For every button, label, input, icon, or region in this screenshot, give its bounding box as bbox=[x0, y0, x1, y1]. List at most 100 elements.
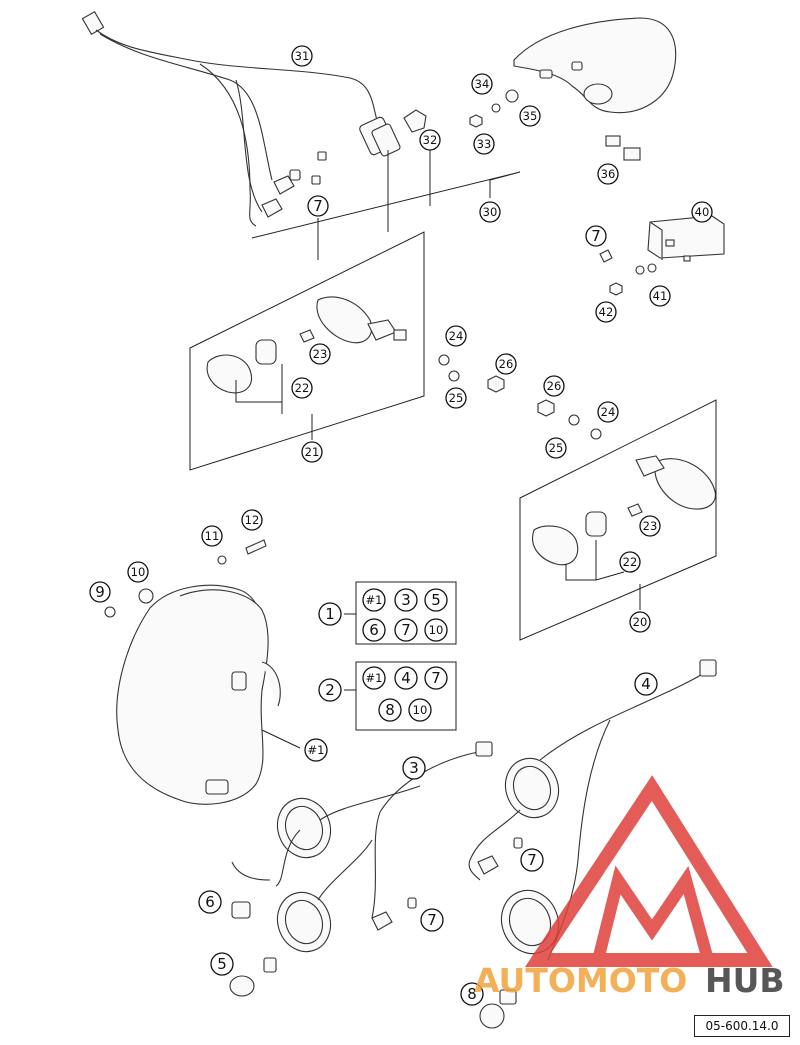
svg-text:40: 40 bbox=[695, 205, 710, 219]
washer-41a bbox=[635, 265, 645, 275]
svg-text:#1: #1 bbox=[366, 671, 383, 685]
screw-12 bbox=[245, 539, 267, 555]
kit-1-item: 10 bbox=[424, 618, 448, 642]
svg-text:33: 33 bbox=[477, 137, 492, 151]
pad-36b bbox=[623, 147, 641, 161]
svg-text:31: 31 bbox=[295, 49, 310, 63]
kit-box-1 bbox=[355, 581, 457, 645]
kit-2-item: #1 bbox=[362, 666, 386, 690]
callout-22-left: 22 bbox=[291, 377, 313, 399]
callout-4: 4 bbox=[634, 672, 658, 696]
callout-6: 6 bbox=[198, 890, 222, 914]
nut-10 bbox=[138, 588, 154, 604]
callout-8: 8 bbox=[460, 982, 484, 1006]
svg-text:32: 32 bbox=[423, 133, 438, 147]
svg-text:5: 5 bbox=[431, 591, 441, 609]
frame-20 bbox=[519, 399, 717, 641]
position-lamp-6 bbox=[231, 861, 271, 919]
svg-text:7: 7 bbox=[401, 621, 411, 639]
svg-text:7: 7 bbox=[527, 851, 537, 869]
callout-40: 40 bbox=[691, 201, 713, 223]
nut-26b bbox=[537, 399, 555, 417]
callout-9: 9 bbox=[89, 581, 111, 603]
svg-text:22: 22 bbox=[295, 381, 310, 395]
callout-12: 12 bbox=[241, 509, 263, 531]
callout-30: 30 bbox=[479, 201, 501, 223]
svg-text:42: 42 bbox=[599, 305, 614, 319]
svg-text:7: 7 bbox=[591, 227, 601, 245]
callout-10: 10 bbox=[127, 561, 149, 583]
kit-box-2 bbox=[355, 661, 457, 731]
watermark-triangle-icon bbox=[524, 775, 773, 967]
pad-36a bbox=[605, 135, 621, 147]
callout-26-left: 26 bbox=[495, 353, 517, 375]
callout-26-right: 26 bbox=[543, 375, 565, 397]
bulb-32 bbox=[403, 109, 427, 133]
turn-signal-20 bbox=[532, 455, 716, 566]
callout-hash1: #1 bbox=[304, 738, 328, 762]
watermark-text-hub: HUB bbox=[705, 961, 785, 1000]
callout-41: 41 bbox=[649, 285, 671, 307]
kit-2-item: 7 bbox=[424, 666, 448, 690]
callout-25-left: 25 bbox=[445, 387, 467, 409]
svg-text:22: 22 bbox=[623, 555, 638, 569]
svg-text:7: 7 bbox=[313, 197, 323, 215]
washer-25b bbox=[568, 414, 580, 426]
kit-1-item: #1 bbox=[362, 588, 386, 612]
callout-25-right: 25 bbox=[545, 437, 567, 459]
callout-35: 35 bbox=[519, 105, 541, 127]
callout-33: 33 bbox=[473, 133, 495, 155]
callout-36: 36 bbox=[597, 163, 619, 185]
svg-text:24: 24 bbox=[601, 405, 616, 419]
svg-text:26: 26 bbox=[547, 379, 562, 393]
callout-7-tail: 7 bbox=[585, 225, 607, 247]
callout-31: 31 bbox=[291, 45, 313, 67]
washer-41b bbox=[647, 263, 657, 273]
wiring-harness-31 bbox=[81, 10, 401, 227]
svg-text:41: 41 bbox=[653, 289, 668, 303]
washer-25a bbox=[448, 370, 460, 382]
svg-text:5: 5 bbox=[217, 955, 227, 973]
svg-text:2: 2 bbox=[325, 681, 335, 699]
diagram-code: 05-600.14.0 bbox=[694, 1015, 790, 1037]
svg-text:3: 3 bbox=[409, 759, 419, 777]
svg-text:35: 35 bbox=[523, 109, 538, 123]
svg-text:11: 11 bbox=[205, 529, 220, 543]
callout-24-right: 24 bbox=[597, 401, 619, 423]
callout-7-highbeam: 7 bbox=[520, 848, 544, 872]
kit-2-item: 10 bbox=[408, 698, 432, 722]
svg-text:6: 6 bbox=[369, 621, 379, 639]
svg-text:8: 8 bbox=[385, 701, 395, 719]
callout-23-left: 23 bbox=[309, 343, 331, 365]
bulb-5 bbox=[229, 957, 277, 997]
svg-text:24: 24 bbox=[449, 329, 464, 343]
watermark-logo: AUTOMOTO HUB bbox=[474, 775, 785, 1000]
callout-7-top: 7 bbox=[307, 195, 329, 217]
grommet-35 bbox=[505, 89, 519, 103]
svg-text:25: 25 bbox=[449, 391, 464, 405]
svg-text:#1: #1 bbox=[308, 743, 325, 757]
callout-20: 20 bbox=[629, 611, 651, 633]
svg-text:20: 20 bbox=[633, 615, 648, 629]
frame-21 bbox=[189, 231, 425, 471]
callout-2: 2 bbox=[318, 678, 342, 702]
nut-33 bbox=[469, 114, 483, 128]
callout-11: 11 bbox=[201, 525, 223, 547]
bulb-7-tail bbox=[599, 249, 613, 263]
callout-7-lowbeam: 7 bbox=[420, 908, 444, 932]
kit-1-item: 7 bbox=[394, 618, 418, 642]
svg-text:23: 23 bbox=[643, 519, 658, 533]
svg-text:36: 36 bbox=[601, 167, 616, 181]
nut-42 bbox=[609, 282, 623, 296]
callout-5: 5 bbox=[210, 952, 234, 976]
callout-3: 3 bbox=[402, 756, 426, 780]
callout-32: 32 bbox=[419, 129, 441, 151]
rear-fender-30 bbox=[513, 17, 677, 114]
kit-2-item: 4 bbox=[394, 666, 418, 690]
washer-9 bbox=[104, 606, 116, 618]
svg-text:7: 7 bbox=[431, 669, 441, 687]
svg-text:25: 25 bbox=[549, 441, 564, 455]
svg-text:34: 34 bbox=[475, 77, 490, 91]
